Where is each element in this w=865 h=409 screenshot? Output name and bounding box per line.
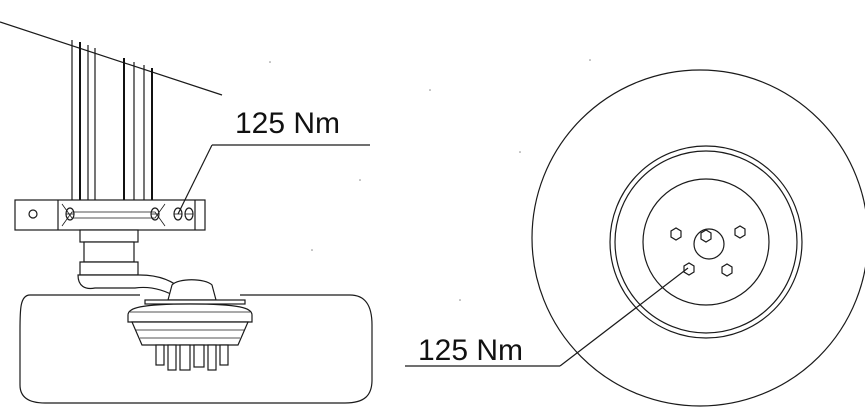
wheel-tire-side — [19, 294, 373, 404]
frame-edge-line — [0, 21, 223, 96]
hub-disc — [642, 178, 770, 306]
wheel-stud — [219, 344, 229, 366]
side-view: 125 Nm — [0, 21, 373, 404]
front-view: 125 Nm — [405, 69, 865, 407]
clamp-bolt — [65, 207, 75, 221]
torque-label-side: 125 Nm — [235, 107, 340, 140]
lug-nut — [683, 262, 695, 276]
leader-line — [559, 267, 689, 367]
lug-nut — [721, 263, 733, 277]
clamp-bracket — [14, 199, 206, 231]
wheel-stud — [179, 344, 191, 371]
wheel-outer-rim — [531, 69, 865, 407]
bracket-hole — [28, 209, 38, 219]
clamp-bolt — [184, 207, 194, 221]
leader-line — [177, 144, 213, 215]
caster-arm — [77, 274, 186, 299]
wheel-stud — [207, 344, 217, 371]
wheel-stud — [167, 344, 177, 371]
center-bore — [693, 228, 725, 260]
vertical-post — [71, 40, 153, 200]
scan-noise — [269, 59, 591, 301]
wheel-stud — [193, 344, 205, 368]
wheel-inner-rim — [609, 145, 803, 339]
lug-nut — [670, 227, 682, 241]
lug-nut — [700, 229, 712, 243]
swivel-housing — [79, 229, 139, 276]
torque-label-front: 125 Nm — [418, 334, 523, 367]
wheel-stud — [155, 344, 165, 366]
clamp-bolt — [150, 207, 160, 221]
hub-assembly — [127, 279, 253, 371]
lug-nut — [734, 225, 746, 239]
